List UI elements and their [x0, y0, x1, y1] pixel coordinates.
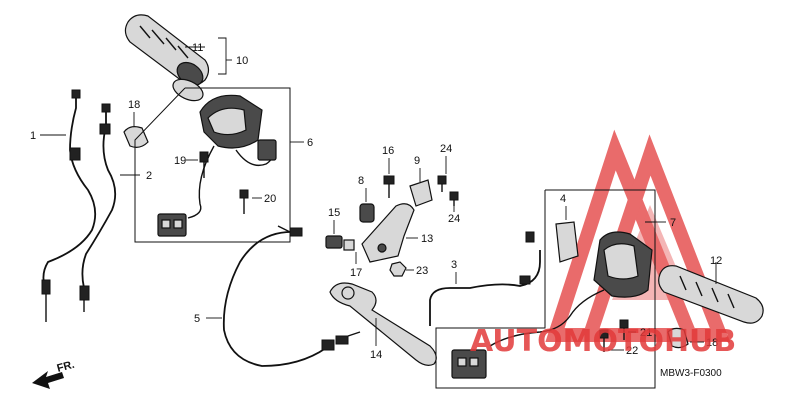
group-bracket-7 [435, 189, 666, 389]
callout-18-top: 18 [128, 99, 140, 111]
callout-23: 23 [416, 265, 428, 277]
front-direction-label: FR. [56, 359, 76, 375]
callout-10: 10 [236, 55, 248, 67]
screw-19 [186, 151, 209, 178]
cable-3 [429, 231, 541, 326]
callout-3: 3 [451, 259, 457, 271]
callout-7: 7 [670, 217, 676, 229]
callout-13: 13 [421, 233, 433, 245]
callout-14: 14 [370, 349, 382, 361]
screw-24-bottom [449, 191, 459, 212]
diagram-code: MBW3-F0300 [660, 368, 722, 379]
screw-21 [619, 319, 636, 340]
callout-5: 5 [194, 313, 200, 325]
callout-18-bottom: 18 [706, 337, 718, 349]
callout-11: 11 [192, 42, 203, 54]
throttle-cable-2 [79, 103, 117, 312]
throttle-cable-1 [41, 89, 97, 322]
leader-lines [185, 37, 232, 75]
cable-clip-18 [123, 112, 149, 148]
switch-housing-right [157, 94, 277, 237]
handlebar-grip-12 [658, 262, 764, 324]
nut-15 [325, 220, 355, 251]
callout-20: 20 [264, 193, 276, 205]
callout-2: 2 [146, 170, 152, 182]
switch-8 [359, 188, 375, 223]
screw-22 [599, 329, 624, 352]
callout-6: 6 [307, 137, 313, 149]
callout-21: 21 [640, 327, 652, 339]
callout-8: 8 [358, 175, 364, 187]
screw-20 [239, 189, 262, 214]
callout-15: 15 [328, 207, 340, 219]
callout-22: 22 [626, 345, 638, 357]
switch-housing-left [451, 206, 653, 379]
cable-5 [206, 225, 361, 367]
callout-17: 17 [350, 267, 362, 279]
callout-24-bottom: 24 [448, 213, 460, 225]
callout-9: 9 [414, 155, 420, 167]
callout-4: 4 [560, 193, 566, 205]
callout-19: 19 [174, 155, 186, 167]
callout-16: 16 [382, 145, 394, 157]
front-direction-arrow [32, 371, 64, 389]
cable-clip-18-bottom [667, 327, 704, 349]
group-bracket-6 [134, 87, 304, 243]
callout-1: 1 [30, 130, 36, 142]
lever-14 [329, 282, 437, 366]
callout-24-top: 24 [440, 143, 452, 155]
nut-23 [389, 261, 414, 277]
bracket-13 [361, 203, 418, 263]
screw-24-top [437, 156, 447, 192]
callout-12: 12 [710, 255, 722, 267]
watermark-text: AUTOMOTOHUB [470, 324, 736, 359]
bolt-16 [383, 158, 395, 198]
throttle-grip [124, 14, 210, 102]
bracket-9 [409, 168, 433, 207]
